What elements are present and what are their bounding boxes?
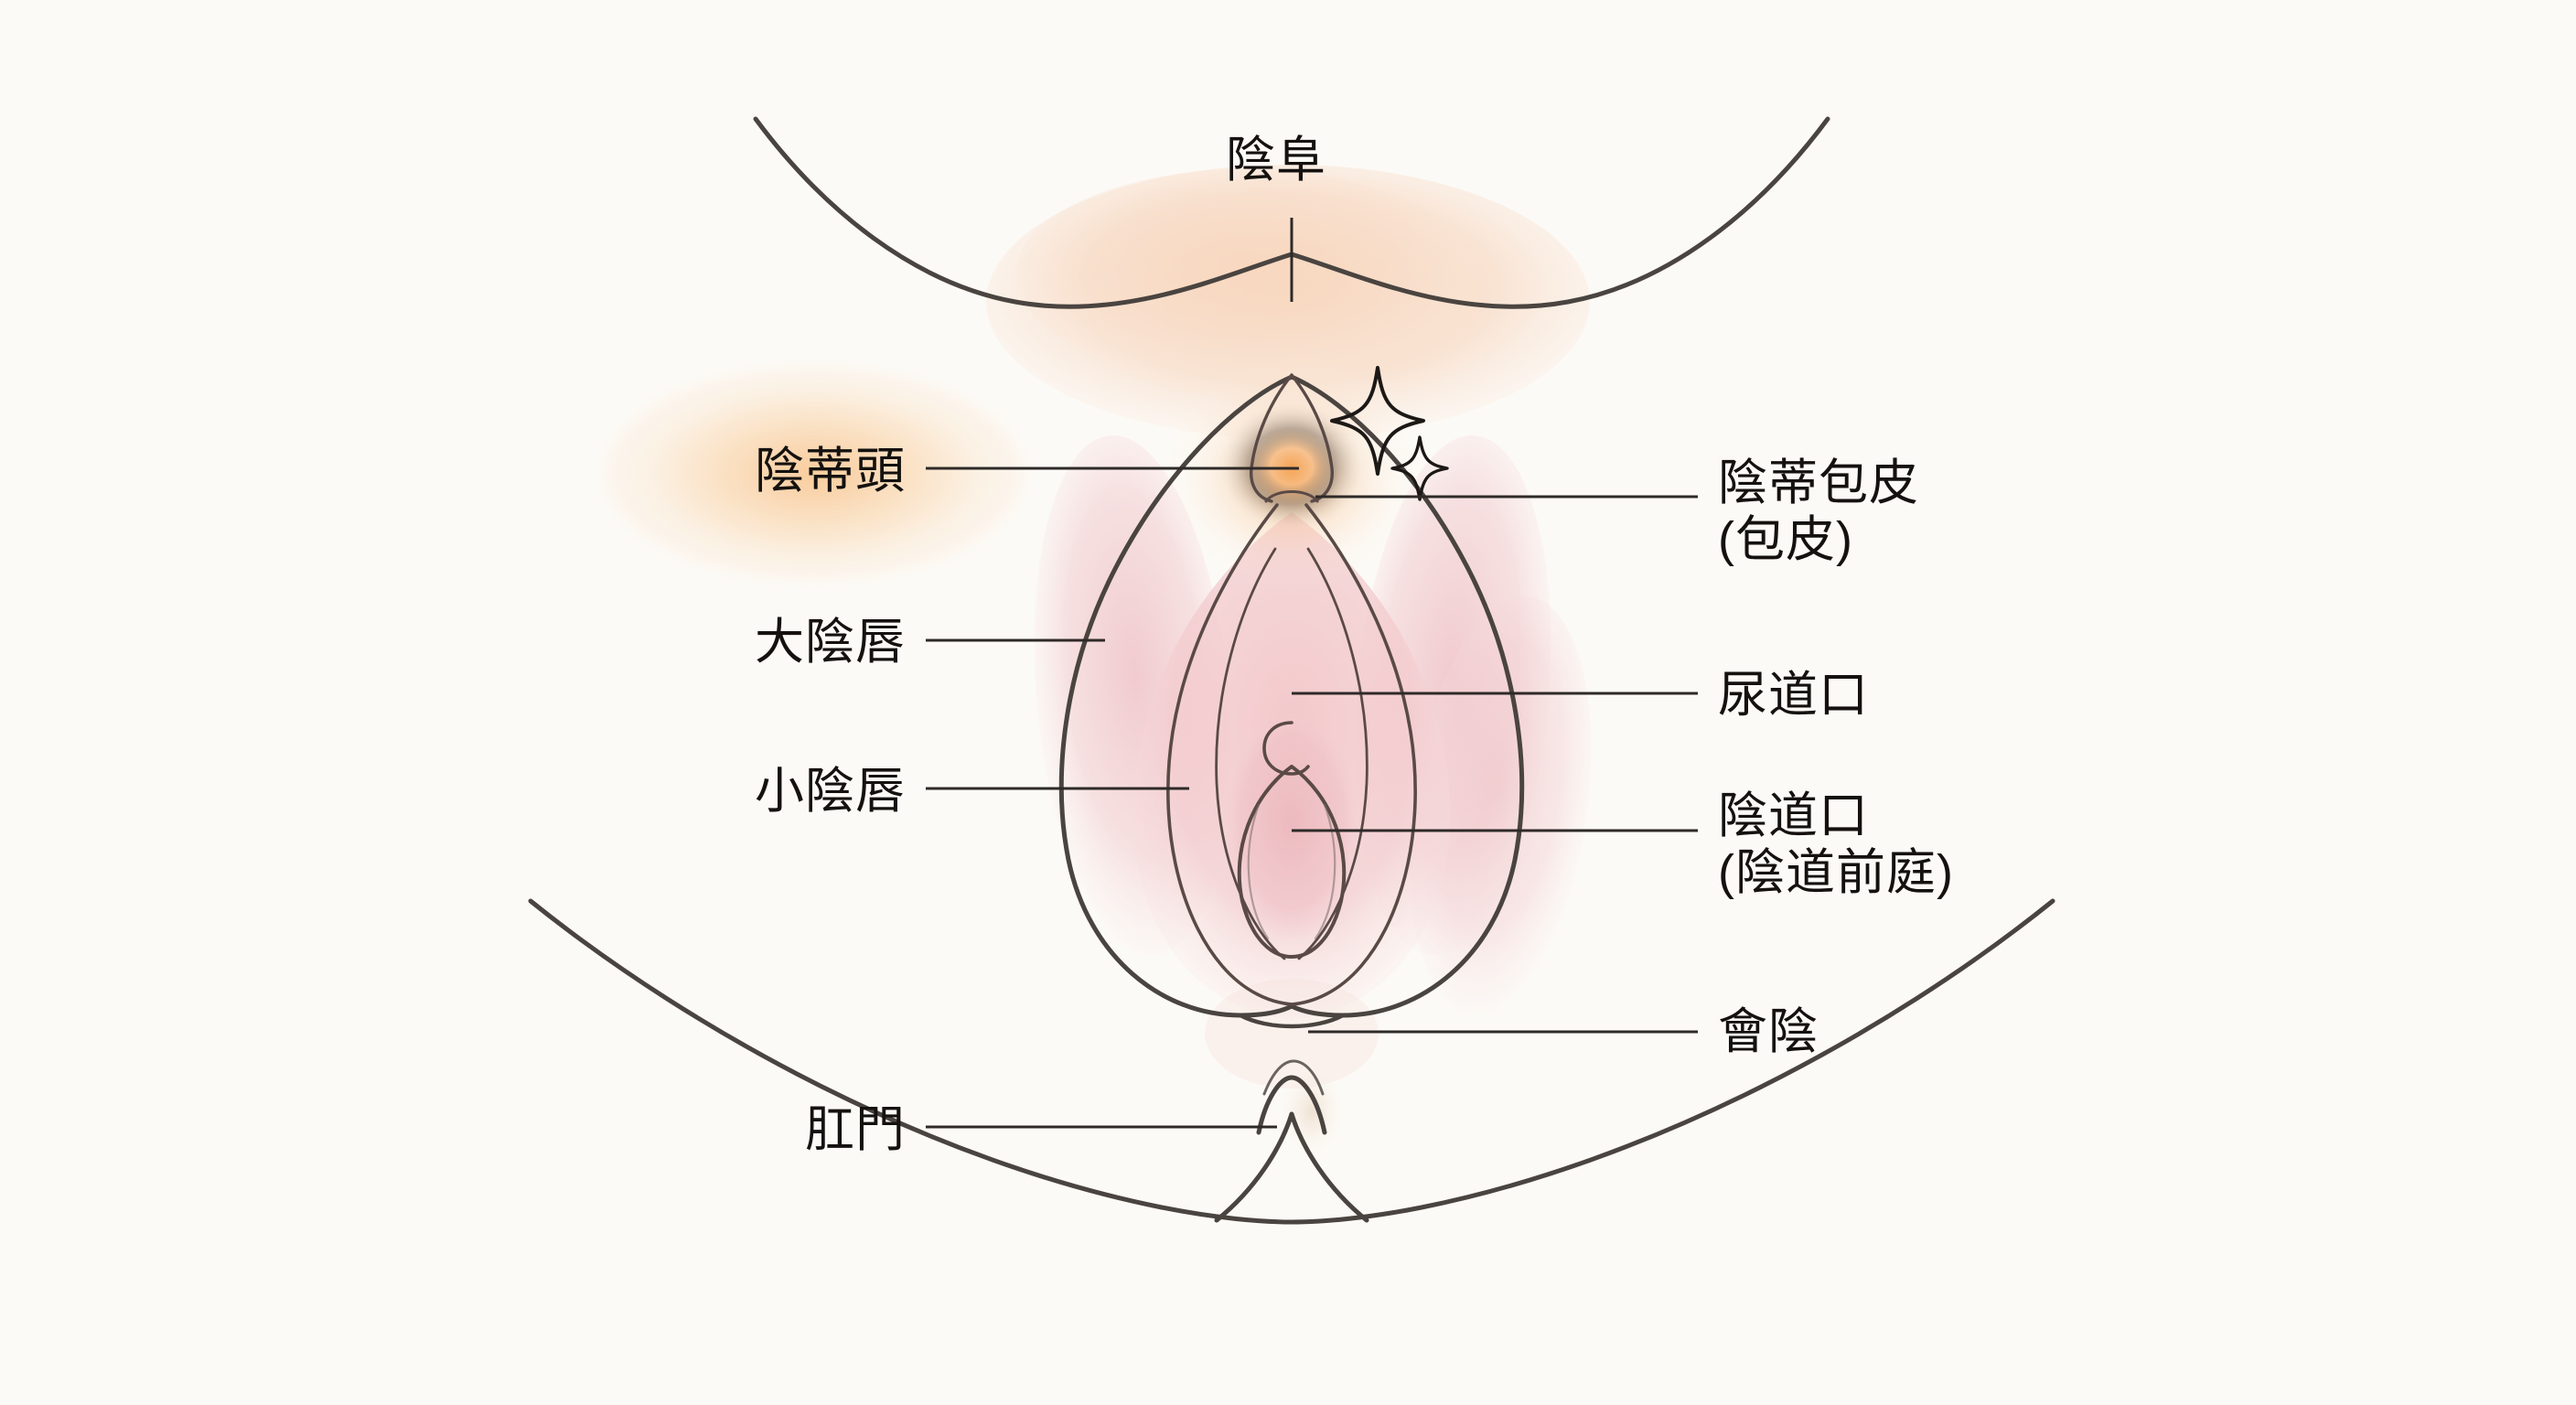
- labia-minora-left-inner: [1215, 547, 1286, 960]
- label-clitoral-hood: 陰蒂包皮 (包皮): [1718, 456, 1919, 567]
- labia-minora-right-inner: [1297, 547, 1368, 960]
- fourchette: [1238, 1013, 1346, 1029]
- vestibule-ring-right: [1314, 803, 1336, 940]
- openings: [1237, 721, 1347, 959]
- perineum-and-anus: [1214, 1013, 1369, 1223]
- label-urethral-opening: 尿道口: [1718, 668, 1869, 723]
- thigh-curve-right: [1289, 898, 2055, 1225]
- thigh-curve-left: [528, 898, 1294, 1225]
- label-vaginal-opening: 陰道口 (陰道前庭): [1718, 788, 1954, 900]
- clitoral-hood: [1250, 373, 1334, 503]
- anus-outer: [1256, 1075, 1327, 1135]
- labia-minora-right-outer: [1290, 503, 1417, 1006]
- hood-left-edge: [1250, 373, 1293, 503]
- anus-halo: [1262, 1059, 1325, 1096]
- groin-crease-right: [1289, 116, 1830, 309]
- sparkle-group: [1330, 366, 1449, 501]
- sparkle-small-icon: [1390, 435, 1449, 501]
- glans-clitoris-arc: [1264, 490, 1319, 503]
- label-perineum: 會陰: [1718, 1004, 1819, 1059]
- label-glans-clitoris: 陰蒂頭: [755, 444, 906, 499]
- labia-majora-right: [1289, 374, 1525, 1018]
- label-mons-pubis: 陰阜: [1226, 133, 1326, 188]
- groin-crease-left: [753, 116, 1294, 309]
- label-labia-majora: 大陰唇: [755, 615, 906, 670]
- labia-minora-left-outer: [1166, 503, 1293, 1006]
- label-anus: 肛門: [805, 1102, 906, 1157]
- label-labia-minora: 小陰唇: [755, 764, 906, 819]
- hood-right-edge: [1290, 373, 1334, 503]
- gluteal-cleft-right: [1289, 1111, 1369, 1223]
- body-contours: [528, 116, 2055, 1225]
- labia-minora-outline: [1166, 503, 1417, 1006]
- gluteal-cleft-left: [1214, 1111, 1294, 1223]
- vestibule-ring-left: [1247, 803, 1270, 940]
- leader-lines: [926, 218, 1698, 1129]
- watercolor-washes: [986, 165, 1592, 1155]
- vaginal-opening: [1237, 765, 1347, 959]
- sparkle-large-icon: [1330, 366, 1425, 476]
